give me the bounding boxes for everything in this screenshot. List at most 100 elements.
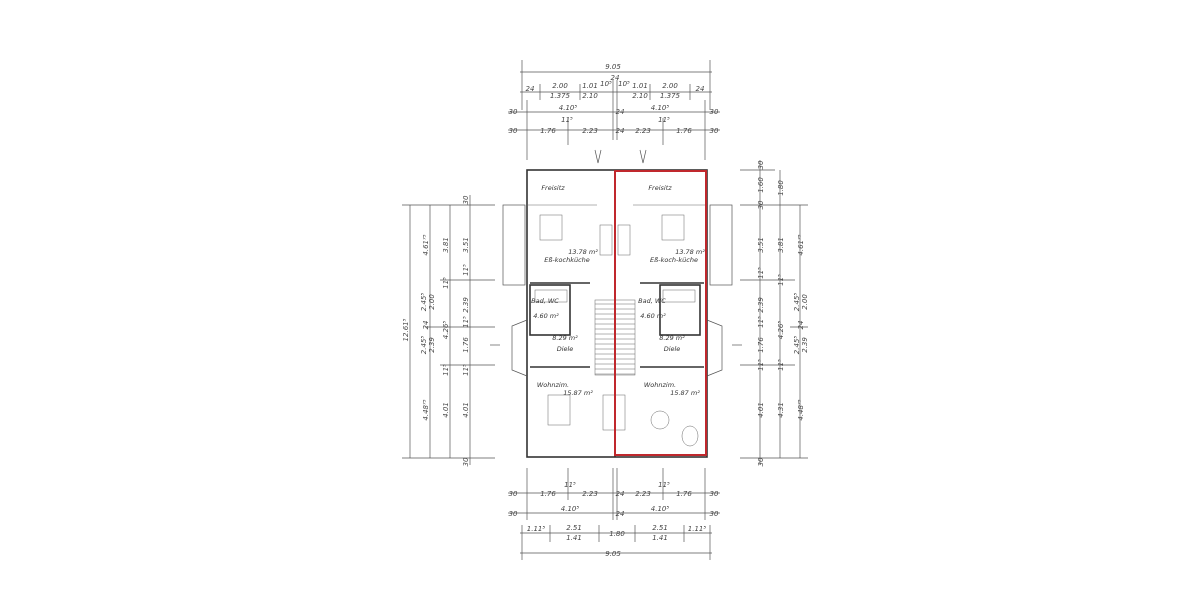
dimension-label: 3.81 bbox=[442, 237, 450, 253]
dimension-label: 4.48⁷⁵ bbox=[797, 399, 805, 420]
dimension-label: 30 bbox=[757, 160, 765, 169]
dimension-label: 10⁵ bbox=[618, 80, 630, 88]
dimension-label: 2.45⁵ bbox=[420, 293, 428, 312]
dimension-label: 1.80 bbox=[609, 530, 625, 538]
dimension-label: 2.10 bbox=[582, 92, 598, 100]
dimension-label: 30 bbox=[710, 127, 719, 135]
dimension-label: 4.01 bbox=[462, 402, 470, 418]
dimension-label: 2.45⁵ bbox=[793, 293, 801, 312]
room-label-hall: Diele bbox=[664, 345, 681, 353]
dimension-label: 11⁵ bbox=[442, 277, 450, 289]
dimension-label: 24 bbox=[526, 85, 535, 93]
room-label-terrace: Freisitz bbox=[648, 184, 672, 192]
dimension-label: 24 bbox=[616, 127, 625, 135]
dimension-label: 4.01 bbox=[757, 402, 765, 418]
dimension-label: 1.01 bbox=[632, 82, 648, 90]
dimension-label: 2.51 bbox=[566, 524, 582, 532]
dimension-label: 1.80 bbox=[777, 180, 785, 196]
dimension-label: 1.76 bbox=[540, 490, 556, 498]
dimension-label: 1.41 bbox=[652, 534, 668, 542]
dimension-label: 4.10⁵ bbox=[651, 505, 670, 513]
dimension-label: 1.76 bbox=[676, 127, 692, 135]
dimension-label: 30 bbox=[710, 490, 719, 498]
dimension-label: 2.00 bbox=[552, 82, 568, 90]
dimension-label: 30 bbox=[462, 195, 470, 204]
dimension-label: 24 bbox=[616, 510, 625, 518]
dimension-label: 4.26⁵ bbox=[442, 321, 450, 340]
dimension-label: 3.51 bbox=[757, 237, 765, 253]
dimension-label: 2.45⁵ bbox=[420, 336, 428, 355]
dimension-label: 4.31 bbox=[777, 402, 785, 418]
dimension-label: 1.375 bbox=[660, 92, 681, 100]
dimension-label: 24 bbox=[611, 74, 620, 82]
dimension-label: 1.76 bbox=[676, 490, 692, 498]
highlighted-unit-outline bbox=[614, 170, 707, 456]
dimension-label: 2.39 bbox=[801, 337, 809, 353]
dimension-label: 24 bbox=[422, 321, 430, 330]
dimension-label: 30 bbox=[757, 457, 765, 466]
dimension-label: 2.39 bbox=[462, 297, 470, 313]
dimension-label: 4.10⁵ bbox=[651, 104, 670, 112]
dimension-label: 11⁵ bbox=[777, 359, 785, 371]
building-walls bbox=[490, 149, 742, 458]
dimension-label: 1.76 bbox=[540, 127, 556, 135]
dimension-label: 30 bbox=[757, 200, 765, 209]
dimension-label: 1.01 bbox=[582, 82, 598, 90]
dimension-label: 10⁵ bbox=[600, 80, 612, 88]
dimension-label: 24 bbox=[616, 490, 625, 498]
dimension-label: 24 bbox=[797, 321, 805, 330]
dimension-label: 1.60 bbox=[757, 177, 765, 193]
dimension-label: 11⁵ bbox=[757, 359, 765, 371]
dimension-label: 4.61⁷⁵ bbox=[797, 234, 805, 255]
room-label-living: Wohnzim. bbox=[644, 381, 676, 389]
room-label-bath: Bad, WC bbox=[531, 297, 559, 305]
dimension-label: 4.26⁵ bbox=[777, 321, 785, 340]
dimension-label: 11⁵ bbox=[442, 364, 450, 376]
dimension-label: 2.00 bbox=[801, 294, 809, 310]
dimension-label: 4.61⁷⁵ bbox=[422, 234, 430, 255]
dimension-label: 11⁵ bbox=[462, 264, 470, 276]
room-label-hall-area: 8.29 m² bbox=[552, 334, 578, 342]
dimension-label: 2.23 bbox=[635, 490, 651, 498]
room-label-hall-area: 8.29 m² bbox=[659, 334, 685, 342]
dimension-label: 2.00 bbox=[428, 294, 436, 310]
dimension-label: 4.48⁷⁵ bbox=[422, 399, 430, 420]
dimension-label: 9.05 bbox=[605, 550, 621, 558]
dimension-label: 2.23 bbox=[635, 127, 651, 135]
dimension-label: 11⁵ bbox=[462, 364, 470, 376]
dimension-label: 30 bbox=[462, 457, 470, 466]
dimension-label: 2.39 bbox=[428, 337, 436, 353]
dimension-label: 11⁵ bbox=[561, 116, 573, 124]
dimension-label: 24 bbox=[696, 85, 705, 93]
dimension-label: 4.01 bbox=[442, 402, 450, 418]
dimension-label: 9.05 bbox=[605, 63, 621, 71]
dimension-label: 3.81 bbox=[777, 237, 785, 253]
dimension-label: 1.11⁵ bbox=[527, 525, 546, 533]
dimension-lines bbox=[402, 60, 808, 560]
room-label-living-area: 15.87 m² bbox=[563, 389, 593, 397]
dimension-label: 11⁵ bbox=[564, 481, 576, 489]
dimension-label: 1.76 bbox=[462, 337, 470, 353]
dimension-label: 1.76 bbox=[757, 337, 765, 353]
dimension-label: 11⁵ bbox=[658, 116, 670, 124]
room-label-kitchen: Eß-kochküche bbox=[544, 256, 590, 264]
dimension-label: 11⁵ bbox=[462, 316, 470, 328]
room-label-kitchen-area: 13.78 m² bbox=[568, 248, 598, 256]
dimension-label: 2.39 bbox=[757, 297, 765, 313]
dimension-label: 30 bbox=[509, 108, 518, 116]
dimension-label: 11⁵ bbox=[757, 316, 765, 328]
room-label-kitchen: Eß-koch-küche bbox=[650, 256, 698, 264]
dimension-label: 3.51 bbox=[462, 237, 470, 253]
dimension-label: 4.10⁵ bbox=[561, 505, 580, 513]
room-label-living: Wohnzim. bbox=[537, 381, 569, 389]
room-label-living-area: 15.87 m² bbox=[670, 389, 700, 397]
room-label-bath-area: 4.60 m² bbox=[533, 312, 559, 320]
dimension-label: 30 bbox=[509, 127, 518, 135]
dimension-label: 1.11⁵ bbox=[688, 525, 707, 533]
dimension-label: 4.10⁵ bbox=[559, 104, 578, 112]
room-label-kitchen-area: 13.78 m² bbox=[675, 248, 705, 256]
dimension-label: 2.23 bbox=[582, 490, 598, 498]
